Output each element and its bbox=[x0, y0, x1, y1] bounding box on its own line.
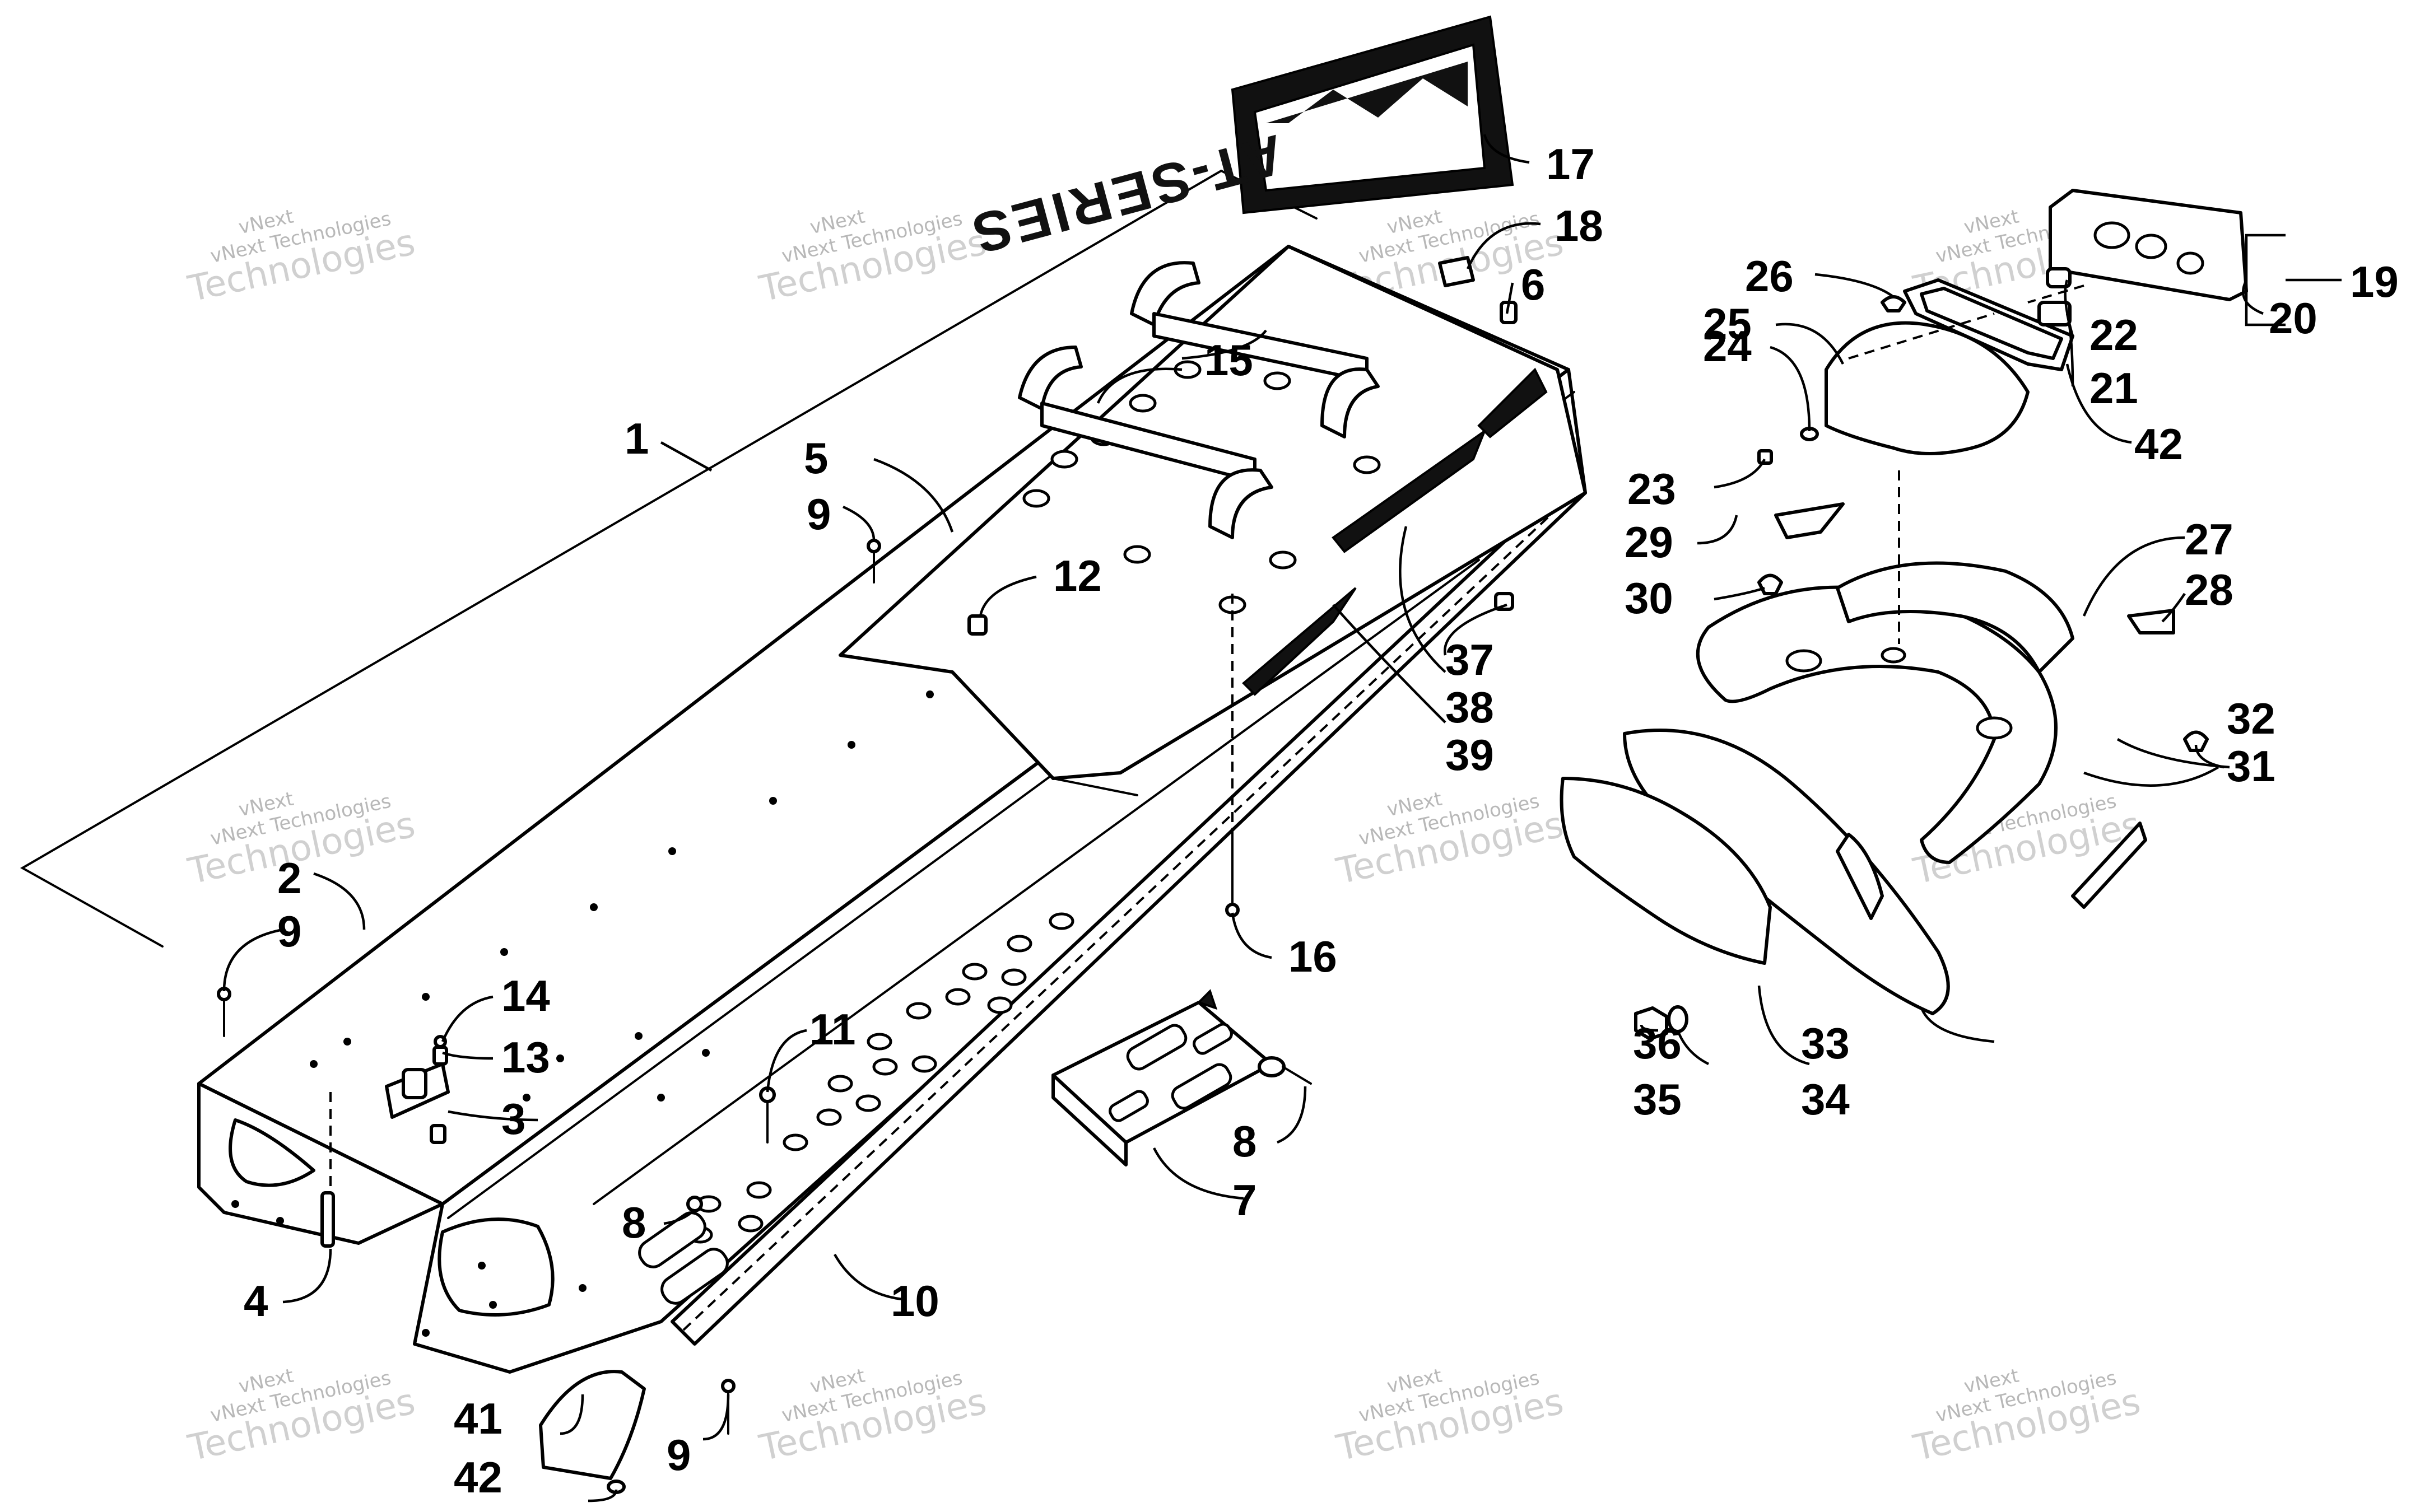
seat-back-cover bbox=[1825, 321, 2030, 455]
callout-2: 2 bbox=[277, 853, 301, 903]
reflector-28 bbox=[2127, 609, 2175, 634]
trim-29 bbox=[1774, 502, 1845, 539]
side-crease bbox=[593, 559, 1480, 1205]
callout-1: 1 bbox=[625, 414, 649, 463]
callout-41: 41 bbox=[454, 1394, 502, 1443]
callout-35: 35 bbox=[1633, 1075, 1682, 1124]
callout-39: 39 bbox=[1445, 730, 1494, 780]
watermark: vNext vNext Technologies Technologies bbox=[184, 1365, 419, 1470]
grommet-holes bbox=[1022, 360, 1381, 614]
callout-14: 14 bbox=[501, 971, 550, 1020]
flap-34 bbox=[1560, 777, 1772, 965]
vent-decal bbox=[1477, 367, 1548, 438]
callout-42-right: 42 bbox=[2134, 419, 2183, 469]
light-socket bbox=[2037, 301, 2072, 326]
callout-37: 37 bbox=[1445, 635, 1494, 684]
snowflap bbox=[539, 1370, 646, 1480]
callout-31: 31 bbox=[2227, 741, 2275, 791]
bulb bbox=[2046, 267, 2072, 288]
rear-flap-assembly bbox=[1560, 729, 1950, 1015]
watermark: vNext vNext Technologies Technologies bbox=[756, 1365, 990, 1470]
callout-38: 38 bbox=[1445, 683, 1494, 732]
callout-22: 22 bbox=[2089, 310, 2138, 360]
callout-3: 3 bbox=[501, 1094, 525, 1144]
taillight-assembly bbox=[1903, 189, 2248, 371]
callout-13: 13 bbox=[501, 1033, 550, 1082]
watermark: vNext vNext Technologies Technologies bbox=[756, 206, 990, 311]
cover-dash bbox=[1848, 312, 1995, 360]
callout-11: 11 bbox=[809, 1005, 855, 1054]
tunnel-slot bbox=[638, 1211, 706, 1268]
leader-lines bbox=[222, 134, 2342, 1502]
callout-17: 17 bbox=[1546, 139, 1595, 189]
callout-10: 10 bbox=[891, 1276, 939, 1326]
callout-33: 33 bbox=[1801, 1019, 1850, 1068]
callout-12: 12 bbox=[1053, 551, 1102, 600]
callout-4: 4 bbox=[244, 1276, 268, 1326]
fasteners bbox=[217, 256, 2209, 1494]
callout-34: 34 bbox=[1801, 1075, 1850, 1124]
tunnel-rear-end bbox=[197, 1082, 444, 1245]
emblem-text: AT-SERIES bbox=[963, 123, 1290, 267]
callout-9-left: 9 bbox=[277, 907, 301, 956]
mount-bracket bbox=[385, 1062, 450, 1119]
callout-24: 24 bbox=[1703, 321, 1752, 371]
callout-25: 25 bbox=[1703, 299, 1752, 348]
callout-15: 15 bbox=[1204, 335, 1253, 385]
watermark: vNext vNext Technologies Technologies bbox=[1910, 1365, 2144, 1470]
callout-36: 36 bbox=[1633, 1019, 1682, 1068]
rear-bumper bbox=[1696, 561, 2074, 864]
callout-32: 32 bbox=[2227, 694, 2275, 743]
callout-27: 27 bbox=[2185, 515, 2233, 564]
callout-28: 28 bbox=[2185, 565, 2233, 614]
reflector-31 bbox=[2071, 822, 2147, 909]
callout-8-left: 8 bbox=[622, 1198, 646, 1247]
assembly-line bbox=[2027, 284, 2084, 304]
deck-seam bbox=[1052, 777, 1138, 796]
callout-23: 23 bbox=[1627, 464, 1676, 514]
tunnel-slot bbox=[660, 1248, 729, 1305]
watermark: vNext vNext Technologies Technologies bbox=[1333, 788, 1567, 893]
callout-29: 29 bbox=[1625, 517, 1673, 567]
side-graphic-decal bbox=[1332, 428, 1487, 553]
callout-42-bottom: 42 bbox=[454, 1453, 502, 1502]
callout-26: 26 bbox=[1745, 251, 1794, 301]
callouts: 1 2 3 4 5 6 7 8 8 9 9 9 10 11 12 13 14 1… bbox=[244, 139, 2399, 1502]
tunnel-cutout-right bbox=[438, 1217, 555, 1317]
watermark: vNext vNext Technologies Technologies bbox=[184, 206, 419, 311]
callout-5: 5 bbox=[804, 433, 828, 483]
tunnel-cutout-left bbox=[229, 1118, 315, 1187]
side-graphic-decal-lower bbox=[1242, 587, 1357, 696]
callout-16: 16 bbox=[1288, 932, 1337, 981]
callout-30: 30 bbox=[1625, 573, 1673, 623]
callout-6: 6 bbox=[1521, 260, 1545, 309]
callout-20: 20 bbox=[2269, 293, 2317, 343]
step-plate bbox=[1051, 989, 1273, 1166]
callout-9-bottom: 9 bbox=[667, 1430, 691, 1480]
grab-rack bbox=[1018, 261, 1380, 539]
callout-21: 21 bbox=[2089, 363, 2138, 413]
callout-9-upper: 9 bbox=[807, 489, 831, 539]
leader-42-right bbox=[2065, 363, 2132, 444]
callout-19: 19 bbox=[2350, 257, 2399, 306]
watermark: vNext vNext Technologies Technologies bbox=[1333, 1365, 1567, 1470]
callout-8-right: 8 bbox=[1232, 1117, 1256, 1166]
rail-serration bbox=[682, 492, 1575, 1331]
callout-18: 18 bbox=[1555, 201, 1603, 250]
callout-7: 7 bbox=[1232, 1175, 1256, 1225]
